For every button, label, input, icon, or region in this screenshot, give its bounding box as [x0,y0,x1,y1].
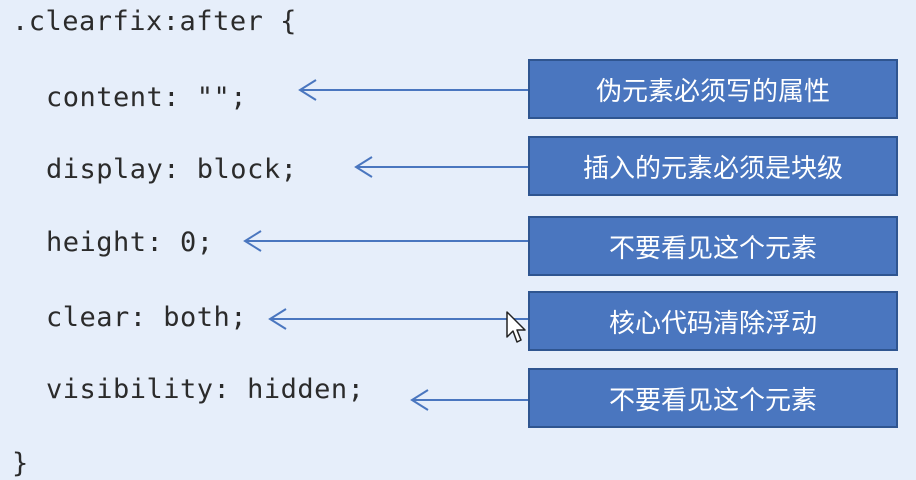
code-line-height: height: 0; [46,227,214,258]
code-line-visibility: visibility: hidden; [46,374,365,405]
code-line-content: content: ""; [46,82,248,113]
annotation-box-clear-float: 核心代码清除浮动 [528,291,898,351]
code-line-clear: clear: both; [46,302,248,333]
arrow-display [354,156,528,178]
arrow-clear [268,308,528,330]
annotation-box-pseudo-required: 伪元素必须写的属性 [528,59,898,119]
code-closing-brace: } [12,448,29,479]
annotation-box-block-level: 插入的元素必须是块级 [528,136,898,196]
arrow-height [243,230,528,252]
code-line-display: display: block; [46,154,298,185]
arrow-content [298,79,528,101]
mouse-pointer-icon [506,311,526,343]
annotation-box-hide-visibility: 不要看见这个元素 [528,368,898,428]
annotation-box-hide-height: 不要看见这个元素 [528,216,898,276]
code-selector-line: .clearfix:after { [12,6,297,37]
arrow-visibility [410,389,528,411]
